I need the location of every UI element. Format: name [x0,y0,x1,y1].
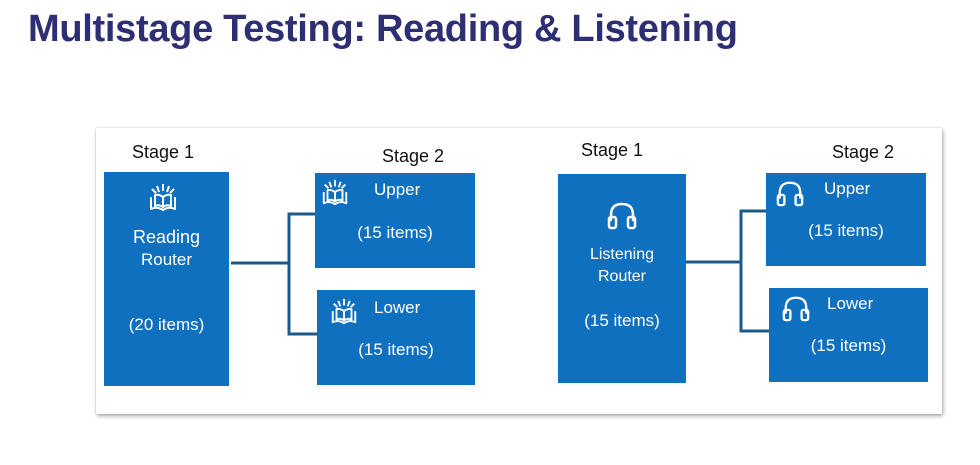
listening-lower-label: Lower [827,294,874,313]
reading-lower-items: (15 items) [358,340,434,359]
headphones-icon [782,296,810,322]
reading-lower-label: Lower [374,298,421,317]
listening-router-box: Listening Router (15 items) [558,174,686,383]
reading-stage1-label: Stage 1 [132,142,195,162]
reading-router-box: Reading Router (20 items) [104,172,229,386]
book-icon [322,179,348,206]
listening-lower-box: Lower (15 items) [769,288,928,382]
book-icon [150,184,176,211]
listening-stage1-label: Stage 1 [581,140,644,160]
reading-stage2-label: Stage 2 [382,146,445,166]
listening-upper-items: (15 items) [808,221,884,240]
reading-upper-items: (15 items) [357,223,433,242]
reading-router-subtitle: Router [140,250,193,269]
reading-lower-box: Lower (15 items) [317,290,475,385]
slide-title: Multistage Testing: Reading & Listening [28,8,738,50]
listening-upper-label: Upper [824,179,871,198]
listening-router-subtitle: Router [597,268,647,285]
book-icon [331,298,357,325]
listening-stage2-label: Stage 2 [832,142,895,162]
listening-connector-bracket [739,209,769,333]
reading-upper-label: Upper [374,180,421,199]
headphones-icon [607,202,637,230]
reading-connector-bracket [287,212,317,336]
reading-router-title: Reading [132,227,201,247]
listening-upper-box: Upper (15 items) [766,173,926,266]
headphones-icon [776,181,804,207]
listening-router-title: Listening [589,246,655,263]
listening-router-items: (15 items) [584,311,660,330]
reading-router-items: (20 items) [128,315,205,334]
listening-lower-items: (15 items) [810,336,887,355]
reading-upper-box: Upper (15 items) [315,173,475,268]
